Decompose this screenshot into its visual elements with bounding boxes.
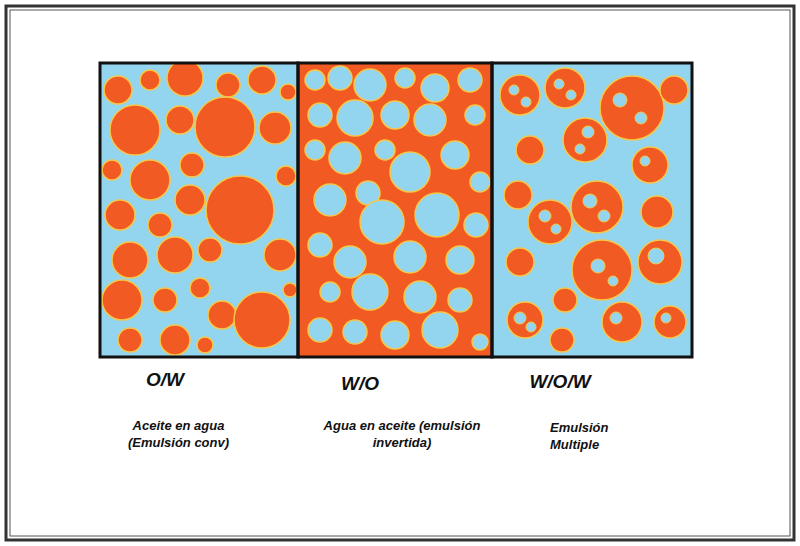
emulsion-description: Agua en aceite (emulsión invertida) bbox=[322, 418, 482, 452]
emulsion-type: O/W bbox=[120, 368, 210, 393]
emulsion-description: Aceite en agua (Emulsión conv) bbox=[116, 418, 241, 452]
emulsion-description: Emulsión Multiple bbox=[550, 420, 628, 454]
emulsion-type: W/O/W bbox=[510, 370, 610, 395]
emulsion-type: W/O bbox=[315, 372, 405, 397]
